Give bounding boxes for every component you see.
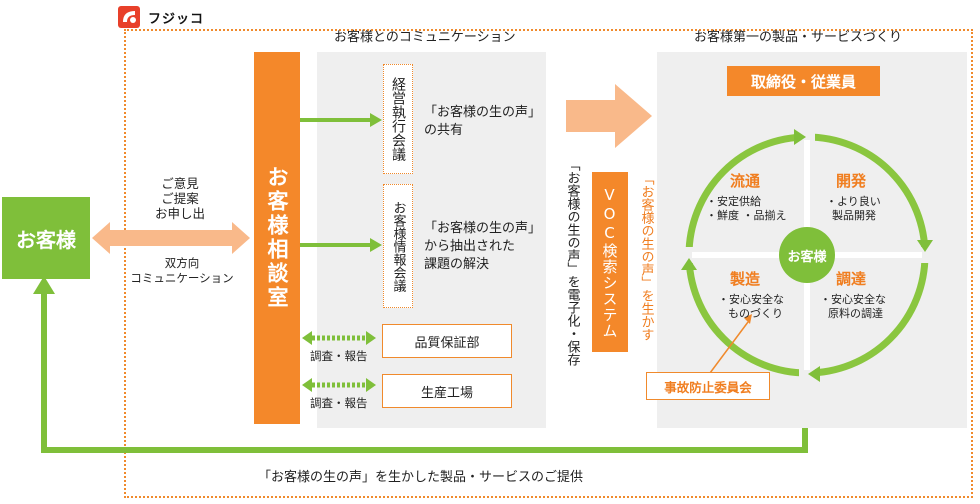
logo: フジッコ [118,6,204,28]
quadrant-distribution: 流通 ・安定供給 ・鮮度 ・品揃え [706,170,796,223]
opinions-label: ご意見 ご提案 お申し出 [150,176,210,221]
opinion-line: お申し出 [154,206,205,221]
accident-committee-label: 事故防止委員会 [664,379,752,395]
company-boundary-frame [124,29,973,498]
opinion-line: ご意見 [161,176,199,191]
department-name: 品質保証部 [414,335,480,351]
meeting-box-executive: 経営執行会議 [383,64,413,174]
accident-prevention-committee: 事故防止委員会 [646,372,770,400]
big-orange-arrow [566,84,652,148]
quadrant-manufacturing: 製造 ・安心安全な ものづくり [718,268,798,321]
quadrant-item: ものづくり [728,307,783,320]
department-quality-assurance: 品質保証部 [382,324,512,358]
meeting-arrows [296,113,382,252]
meeting-name: 経営執行会議 [390,77,406,161]
quadrant-title: 開発 [836,172,867,190]
consultation-room: お客様相談室 [254,52,300,424]
customer-hub: お客様 [779,227,835,283]
quadrant-item: ・より良い [826,195,881,208]
opinion-line: ご提案 [161,191,199,206]
quadrant-item: 製品開発 [832,209,876,222]
bidirectional-arrow [92,222,250,254]
department-name: 生産工場 [420,385,473,401]
quadrant-item: ・鮮度 ・品揃え [706,209,787,222]
accident-pointer [709,321,749,374]
staff-box: 取締役・従業員 [727,66,880,96]
meeting-name: お客様情報会議 [390,200,406,292]
quadrant-development: 開発 ・より良い 製品開発 [826,170,906,223]
meeting-desc-line: 課題の解決 [424,257,490,272]
quadrant-title: 流通 [730,172,761,190]
quadrant-item: ・安心安全な [718,293,784,306]
quadrant-procurement: 調達 ・安心安全な 原料の調達 [820,268,900,321]
digitize-text: 「お客様の生の声」を電子化・保存 [564,158,580,366]
communication-panel [317,52,546,428]
department-link-label: 調査・報告 [310,349,368,363]
meeting-desc-executive: 「お客様の生の声」 の共有 [424,104,541,140]
logo-text: フジッコ [148,11,205,27]
customer-label: お客様 [16,227,76,252]
utilize-text: 「お客様の生の声」を生かす [638,172,654,341]
return-path-arrow [33,276,808,453]
digitize-label: 「お客様の生の声」を電子化・保存 [558,158,586,398]
bottom-caption: 「お客様の生の声」を生かした製品・サービスのご提供 [258,470,584,485]
meeting-desc-line: 「お客様の生の声」 [424,105,542,120]
communication-heading: お客様とのコミュニケーション [334,30,516,45]
quadrant-item: ・安定供給 [706,195,761,208]
department-production-plant: 生産工場 [382,374,512,408]
utilize-label: 「お客様の生の声」を生かす [632,172,660,372]
department-link-label: 調査・報告 [310,396,368,410]
customer-box: お客様 [2,197,90,279]
bidirectional-line2: コミュニケーション [130,271,234,285]
meeting-desc-line: 「お客様の生の声」 [424,221,542,236]
consultation-room-label: お客様相談室 [265,166,289,310]
products-heading: お客様第一の製品・サービスづくり [694,30,903,45]
meeting-desc-customer-info: 「お客様の生の声」 から抽出された 課題の解決 [424,220,541,274]
logo-mark-icon [118,6,140,28]
quadrant-title: 製造 [730,270,761,288]
staff-label: 取締役・従業員 [750,72,856,91]
quadrant-item: 原料の調達 [828,307,883,320]
quadrant-item: ・安心安全な [820,293,886,306]
quadrant-title: 調達 [836,270,867,288]
voc-system-label: VOC検索システム [600,185,619,339]
meeting-desc-line: の共有 [424,123,464,138]
voc-search-system: VOC検索システム [592,172,628,352]
meeting-desc-line: から抽出された [424,239,516,254]
bidirectional-line1: 双方向 [164,256,200,270]
hub-label: お客様 [787,249,827,265]
department-arrows [302,331,376,392]
meeting-box-customer-info: お客様情報会議 [383,184,413,308]
bidirectional-label: 双方向 コミュニケーション [122,256,242,286]
